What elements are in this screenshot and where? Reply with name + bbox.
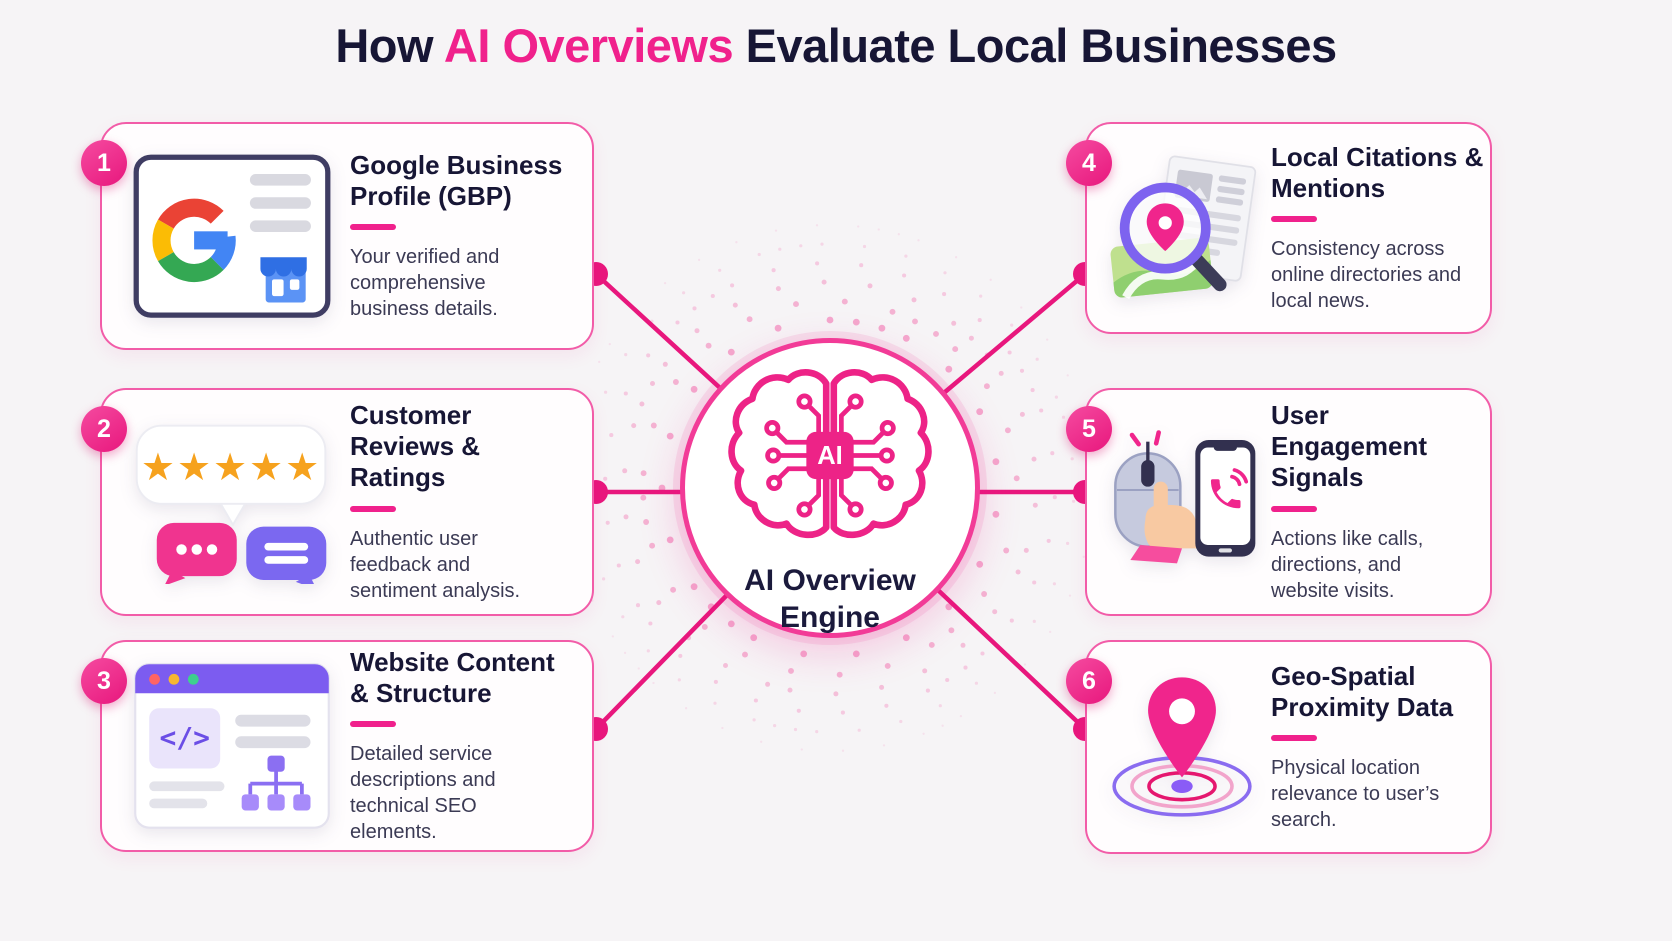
- google-business-profile-icon: [133, 154, 331, 318]
- circuit-traces-left: [764, 393, 822, 518]
- magnifier-handle: [1188, 251, 1227, 292]
- card-website-content: 3 </>: [81, 640, 594, 852]
- hand-glyph: [1130, 481, 1201, 564]
- card-6-description: Physical location relevance to user’s se…: [1271, 757, 1440, 832]
- card-2-description: Authentic user feedback and sentiment an…: [350, 527, 521, 602]
- local-citations-icon: [1110, 155, 1257, 300]
- ai-chip-label: AI: [817, 442, 843, 470]
- card-5-divider: [1271, 505, 1317, 512]
- website-content-icon: </>: [134, 663, 330, 829]
- card-4-number-badge: 4: [1066, 140, 1112, 186]
- card-3-number-badge: 3: [81, 658, 127, 704]
- click-sparks: [1129, 430, 1161, 447]
- card-3-description: Detailed service descriptions and techni…: [350, 743, 496, 844]
- title-prefix: How: [335, 19, 444, 72]
- card-1-description: Your verified and comprehensive business…: [350, 246, 500, 321]
- card-4-description: Consistency across online directories an…: [1271, 238, 1462, 313]
- card-6-title: Geo-Spatial Proximity Data: [1271, 660, 1454, 722]
- user-engagement-icon: [1114, 430, 1256, 564]
- page-title: How AI Overviews Evaluate Local Business…: [0, 18, 1672, 73]
- svg-text:</>: </>: [159, 721, 209, 754]
- title-highlight: AI Overviews: [443, 19, 734, 72]
- card-1-title: Google Business Profile (GBP): [350, 149, 563, 211]
- card-google-business-profile: 1: [81, 122, 594, 350]
- ai-chip: [806, 431, 854, 480]
- card-user-engagement: 5: [1066, 388, 1492, 616]
- card-6-divider: [1271, 735, 1317, 742]
- purple-chat-bubble: [246, 526, 327, 584]
- card-1-number-badge: 1: [81, 140, 127, 186]
- card-6-number-badge: 6: [1066, 658, 1112, 704]
- card-2-title: Customer Reviews & Ratings: [350, 400, 481, 492]
- card-1-divider: [350, 224, 396, 231]
- card-geo-proximity: 6 Geo-Spatial Proximity Data Physical lo…: [1066, 640, 1492, 854]
- geo-proximity-icon: [1112, 677, 1252, 817]
- phone-glyph: [1195, 440, 1256, 557]
- card-2-divider: [350, 505, 396, 512]
- customer-reviews-icon: ★★★★★: [135, 424, 327, 584]
- card-customer-reviews: 2 ★★★★★ Customer Reviews &: [81, 388, 594, 616]
- card-5-description: Actions like calls, directions, and webs…: [1271, 527, 1424, 602]
- card-3-divider: [350, 721, 396, 728]
- card-5-number-badge: 5: [1066, 406, 1112, 452]
- card-3-title: Website Content & Structure: [350, 646, 555, 708]
- title-suffix: Evaluate Local Businesses: [733, 19, 1337, 72]
- card-local-citations: 4: [1066, 122, 1492, 334]
- card-4-divider: [1271, 216, 1317, 223]
- location-pin-glyph: [1148, 677, 1216, 778]
- card-4-title: Local Citations & Mentions: [1271, 141, 1484, 203]
- card-5-title: User Engagement Signals: [1271, 400, 1428, 492]
- ai-overview-engine-hub: AI AI Overview Engine: [680, 338, 980, 638]
- sitemap-glyph: [241, 755, 311, 811]
- card-2-number-badge: 2: [81, 406, 127, 452]
- ai-brain-icon: AI: [724, 359, 936, 552]
- dotted-halo: [565, 224, 1095, 752]
- pink-chat-bubble: [156, 522, 237, 584]
- svg-text:★★★★★: ★★★★★: [141, 445, 321, 489]
- connector-lines: [593, 271, 1088, 732]
- circuit-traces-right: [838, 393, 896, 518]
- center-label: AI Overview Engine: [744, 564, 916, 634]
